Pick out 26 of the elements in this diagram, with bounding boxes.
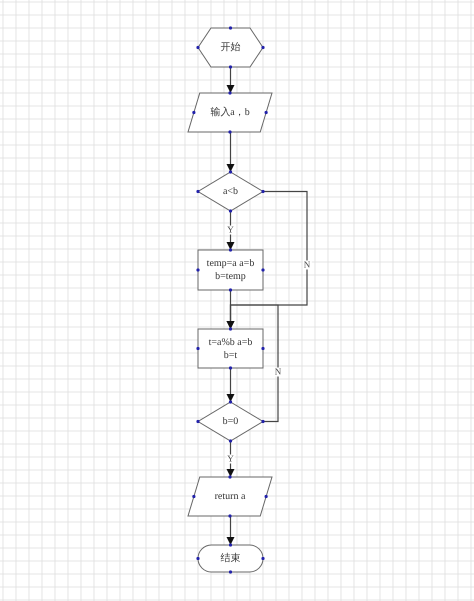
arrow — [226, 67, 234, 93]
edge-label: Y — [226, 454, 235, 464]
input-parallelogram — [188, 93, 272, 132]
node-text: b=0 — [222, 415, 238, 428]
node-text: 结束 — [220, 552, 240, 565]
node-text: return a — [214, 490, 246, 503]
decision-diamond — [198, 402, 263, 441]
edge-label: N — [274, 368, 282, 376]
end-terminal — [198, 545, 263, 572]
node-text: a<b — [222, 185, 238, 198]
arrow — [226, 516, 234, 545]
process-box — [198, 329, 263, 368]
node-text: temp=a a=b b=temp — [206, 257, 256, 283]
node-text: t=a%b a=b b=t — [208, 336, 254, 362]
start-hexagon — [198, 28, 263, 67]
arrow — [226, 304, 279, 422]
arrow — [226, 441, 234, 477]
arrow — [226, 132, 234, 172]
decision-diamond — [198, 172, 263, 211]
edge-label: Y — [226, 226, 235, 234]
process-box — [198, 250, 263, 290]
edge-label: N — [302, 260, 312, 270]
node-text: 输入a，b — [210, 106, 250, 119]
output-parallelogram — [188, 477, 272, 516]
node-text: 开始 — [220, 41, 240, 54]
arrow — [226, 368, 234, 402]
